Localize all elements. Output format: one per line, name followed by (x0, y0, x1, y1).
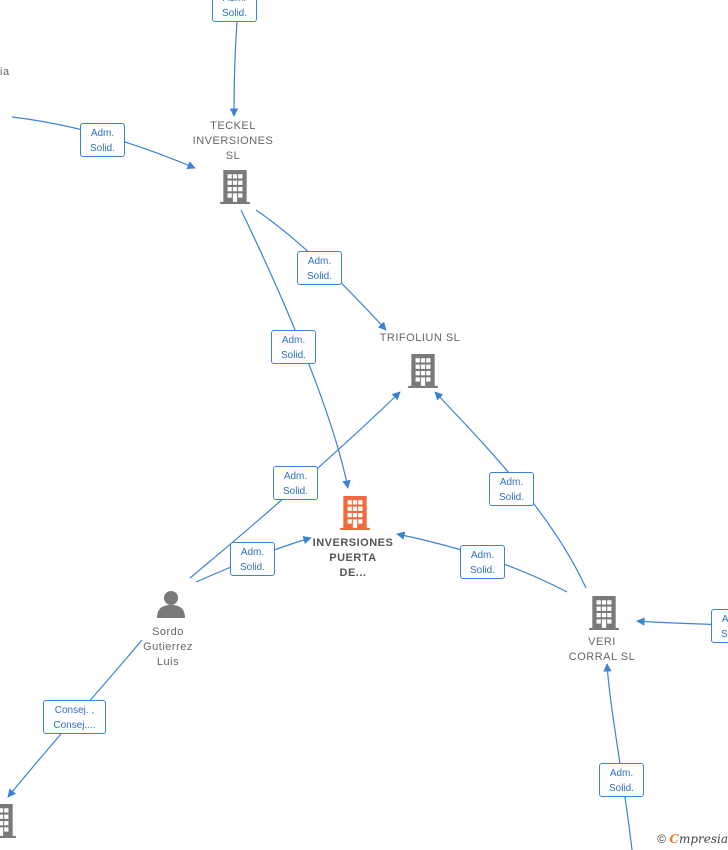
edge-label-teckel-trifoliun[interactable]: Adm. Solid. (297, 251, 342, 285)
person-icon[interactable] (157, 591, 185, 618)
edge-top-teckel (229, 21, 239, 117)
node-veri-label[interactable]: VERI CORRAL SL (568, 636, 636, 663)
edge-label-bottom-veri[interactable]: Adm. Solid. (599, 763, 644, 797)
empresia-watermark: © Cmpresia (657, 832, 728, 846)
edge-label-sordo-inversiones[interactable]: Adm. Solid. (230, 542, 275, 576)
edge-label-sordo-trifoliun[interactable]: Adm. Solid. (273, 466, 318, 500)
building-icon[interactable] (408, 354, 438, 388)
edge-label-veri-trifoliun[interactable]: Adm. Solid. (489, 472, 534, 506)
edge-label-teckel-inversiones[interactable]: Adm. Solid. (271, 330, 316, 364)
edge-label-veri-inversiones[interactable]: Adm. Solid. (460, 545, 505, 579)
building-icon[interactable] (589, 596, 619, 630)
edge-label-sordo-bottomleft[interactable]: Consej. , Consej.... (43, 700, 106, 734)
edge-label-left-teckel[interactable]: Adm. Solid. (80, 123, 125, 157)
node-inversiones-label[interactable]: INVERSIONES PUERTA DE... (312, 537, 394, 579)
copyright-symbol: © (657, 832, 667, 846)
edge-label-top-teckel[interactable]: Adm. Solid. (212, 0, 257, 22)
building-icon[interactable] (0, 804, 16, 838)
building-icon[interactable] (220, 170, 250, 204)
empresia-logo: Cmpresia (669, 832, 728, 846)
node-teckel-label[interactable]: TECKEL INVERSIONES SL (192, 120, 274, 162)
building-icon[interactable] (340, 496, 370, 530)
node-sordo-label[interactable]: Sordo Gutierrez Luis (143, 626, 193, 668)
edge-bottom-veri (603, 663, 633, 850)
offscreen-node-label-fragment: ia (0, 66, 10, 78)
node-trifoliun-label[interactable]: TRIFOLIUN SL (379, 332, 461, 344)
edge-label-right-veri[interactable]: Adm. Solid. (711, 609, 728, 643)
